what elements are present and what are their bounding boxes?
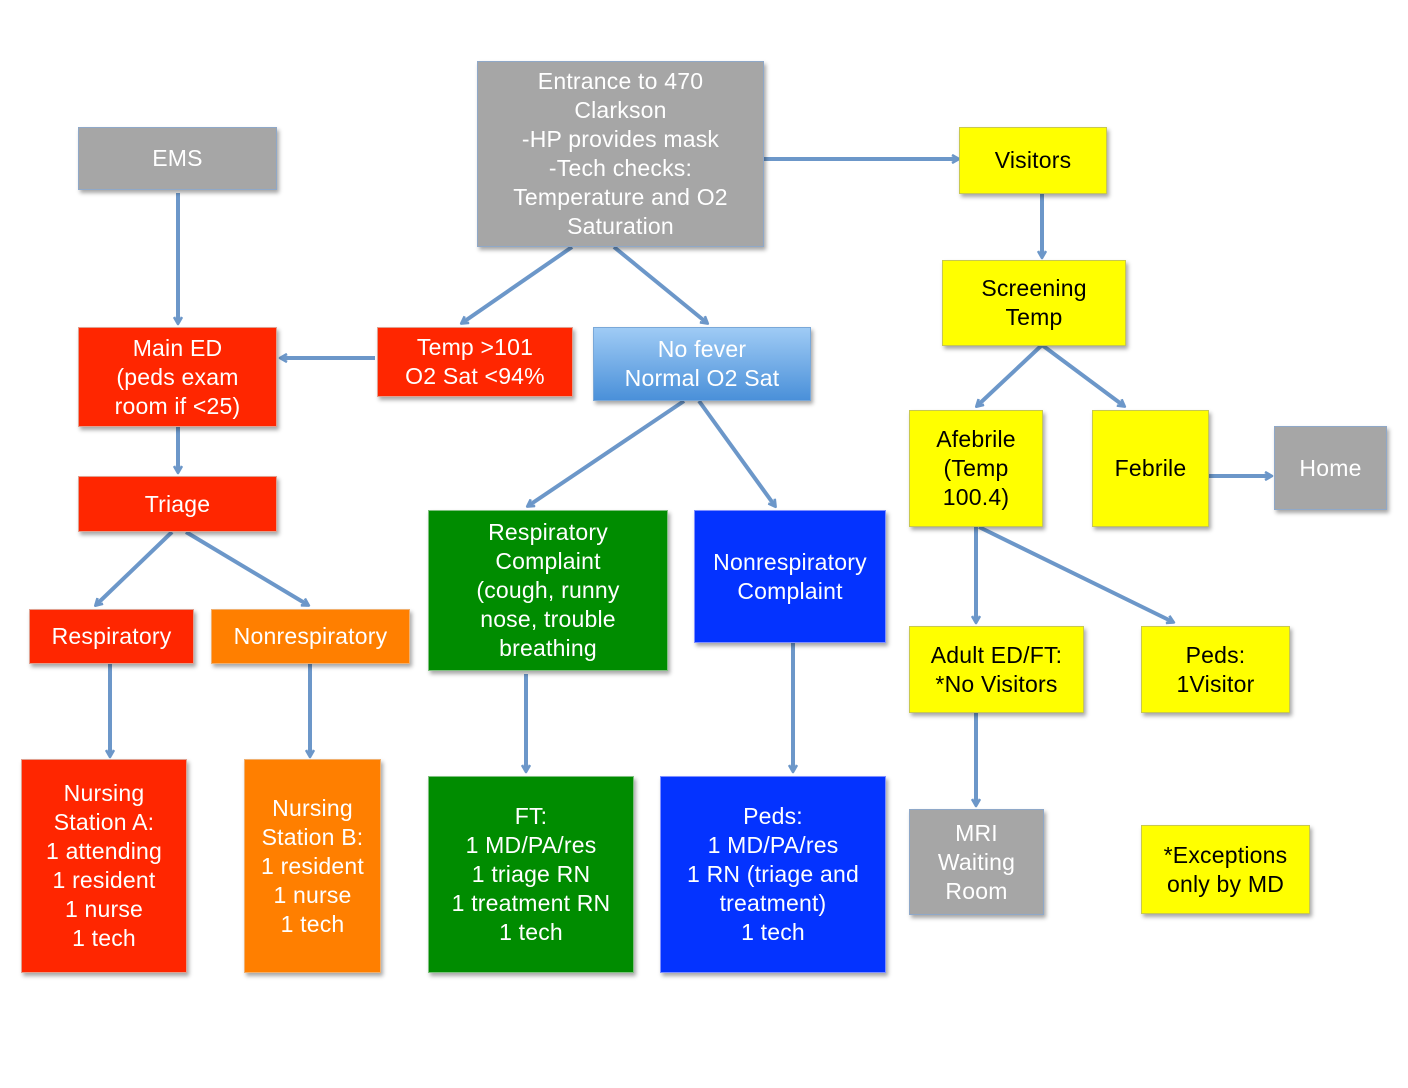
peds-visitor-box: Peds:1Visitor: [1141, 626, 1290, 713]
arrow-entrance-to-temp-high: [462, 245, 574, 323]
node-text-line: 1 nurse: [273, 881, 352, 908]
node-text-line: 1 attending: [45, 838, 163, 864]
node-text-line: *No Visitors: [935, 670, 1058, 697]
node-text-line: 1 tech: [280, 910, 345, 937]
node-text-line: Main ED: [132, 334, 223, 361]
arrow-triage-to-respiratory: [96, 530, 174, 605]
node-text-line: Station A:: [53, 809, 155, 835]
node-text-line: 1 MD/PA/res: [465, 832, 597, 858]
node-text-line: Respiratory: [488, 519, 608, 545]
node-text-line: treatment): [719, 890, 827, 916]
node-text-line: 100.4): [942, 484, 1010, 510]
node-text-line: nose, trouble: [480, 606, 616, 632]
node-text-line: Waiting: [937, 848, 1016, 875]
node-text-line: Complaint: [495, 548, 601, 574]
visitors-box: Visitors: [959, 127, 1107, 194]
arrow-no-fever-to-resp-complaint: [528, 399, 686, 506]
arrow-triage-to-nonrespiratory: [184, 530, 308, 605]
node-text-line: 1Visitor: [1176, 670, 1255, 697]
node-text-line: Nonrespiratory: [713, 548, 867, 575]
node-text-line: 1 MD/PA/res: [707, 832, 839, 858]
node-text-line: MRI: [955, 819, 998, 846]
node-text-line: No fever: [657, 336, 747, 362]
node-text-line: 1 tech: [499, 919, 563, 945]
node-text-line: 1 nurse: [64, 896, 144, 922]
node-text-line: 1 tech: [72, 925, 136, 951]
node-text-line: Normal O2 Sat: [624, 365, 780, 391]
node-text-line: -Tech checks:: [548, 155, 693, 181]
arrow-screening-to-febrile: [1040, 343, 1124, 406]
ems-box: EMS: [78, 127, 277, 190]
node-text-line: *Exceptions: [1163, 841, 1288, 868]
node-text-line: Adult ED/FT:: [930, 641, 1063, 668]
adult-ed-ft-box: Adult ED/FT:*No Visitors: [909, 626, 1084, 713]
node-text-line: Temp >101: [416, 334, 534, 360]
home-box: Home: [1274, 426, 1387, 510]
node-text-line: Febrile: [1114, 455, 1187, 481]
febrile-box: Febrile: [1092, 410, 1209, 527]
ft-staff-box: FT: 1 MD/PA/res 1 triage RN 1 treatment RN 1…: [428, 776, 634, 973]
node-text-line: 1 treatment RN: [451, 890, 611, 916]
arrow-afebrile-to-peds-visitor: [978, 525, 1173, 622]
node-text-line: Peds:: [743, 803, 803, 829]
arrow-no-fever-to-nonresp-complaint: [697, 399, 775, 506]
respiratory-box: Respiratory: [29, 609, 194, 664]
arrow-entrance-to-no-fever: [612, 245, 707, 323]
node-text-line: Complaint: [737, 577, 843, 604]
node-text-line: Nursing: [63, 780, 145, 806]
node-text-line: Visitors: [994, 147, 1072, 173]
triage-box: Triage: [78, 476, 277, 532]
node-text-line: room if <25): [114, 392, 241, 419]
node-text-line: 1 resident: [260, 852, 364, 879]
node-text-line: Home: [1299, 454, 1362, 481]
afebrile-box: Afebrile (Temp 100.4): [909, 410, 1043, 527]
node-text-line: EMS: [152, 145, 203, 171]
node-text-line: (peds exam: [116, 363, 239, 390]
node-text-line: only by MD: [1166, 870, 1285, 897]
node-text-line: Temp: [1005, 304, 1063, 330]
node-text-line: Room: [945, 877, 1008, 904]
temp-high-box: Temp >101 O2 Sat <94%: [377, 327, 573, 397]
node-text-line: Station B:: [261, 823, 364, 850]
node-text-line: Clarkson: [574, 97, 667, 123]
node-text-line: Saturation: [567, 213, 674, 239]
node-text-line: Screening: [981, 275, 1087, 301]
node-text-line: Afebrile: [936, 426, 1016, 452]
node-text-line: 1 tech: [741, 919, 805, 945]
node-text-line: breathing: [499, 635, 597, 661]
node-text-line: Peds:: [1185, 641, 1246, 668]
node-text-line: (Temp: [943, 455, 1009, 481]
node-text-line: O2 Sat <94%: [405, 363, 545, 389]
node-text-line: 1 resident: [52, 867, 156, 893]
node-text-line: Entrance to 470: [537, 68, 704, 94]
arrow-screening-to-afebrile: [977, 343, 1044, 406]
node-text-line: Temperature and O2: [513, 184, 728, 210]
node-text-line: 1 triage RN: [471, 861, 591, 887]
peds-staff-box: Peds: 1 MD/PA/res 1 RN (triage and treatmen…: [660, 776, 886, 973]
node-text-line: -HP provides mask: [521, 126, 720, 152]
node-text-line: Nursing: [272, 794, 353, 821]
node-text-line: (cough, runny: [476, 577, 620, 603]
nonrespiratory-box: Nonrespiratory: [211, 609, 410, 664]
node-text-line: 1 RN (triage and: [687, 861, 859, 887]
node-text-line: Respiratory: [51, 623, 172, 649]
node-text-line: Triage: [144, 490, 211, 517]
node-text-line: Nonrespiratory: [233, 623, 388, 649]
node-text-line: FT:: [514, 803, 548, 829]
